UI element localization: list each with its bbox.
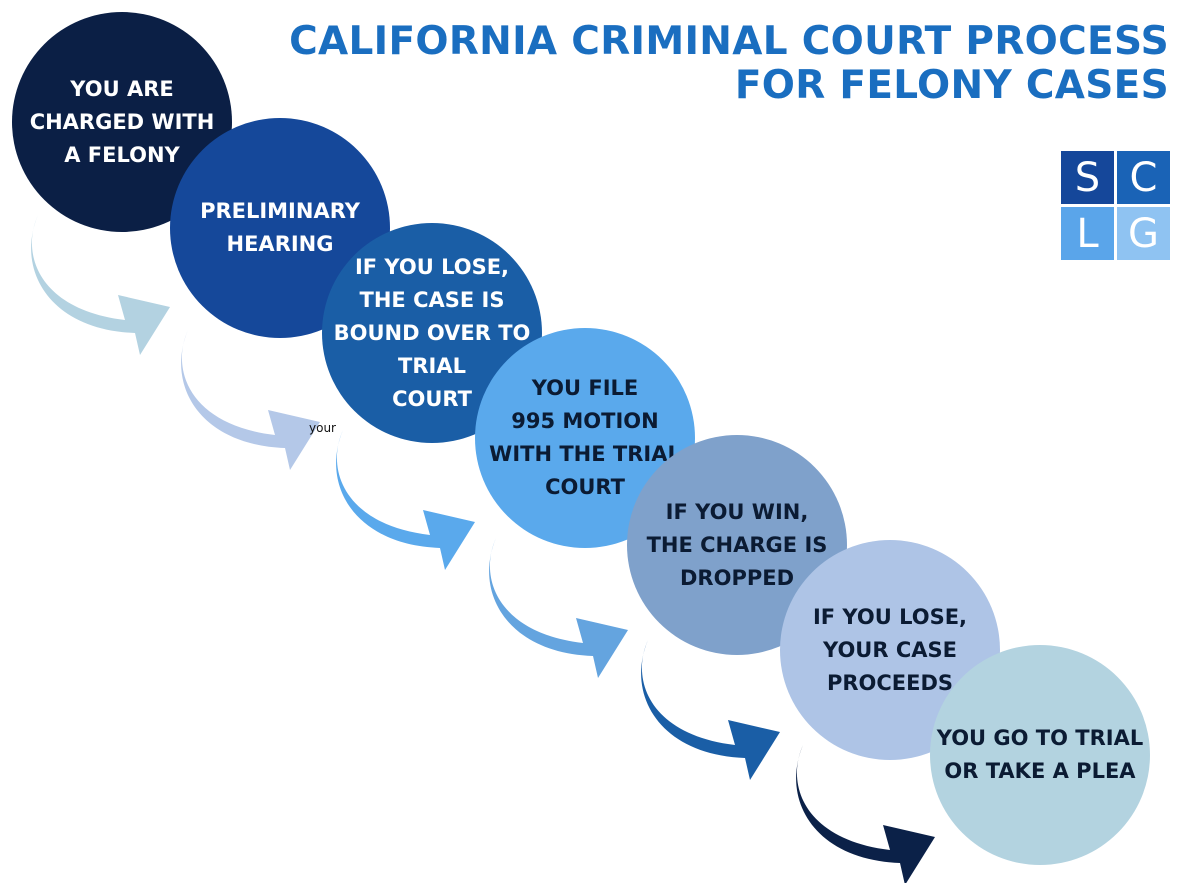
step-label: PRELIMINARY HEARING xyxy=(200,199,360,256)
sclg-logo: S C L G xyxy=(1061,151,1170,260)
curved-arrow-icon xyxy=(489,538,628,678)
logo-letter-c: C xyxy=(1117,151,1170,204)
step-label: IF YOU LOSE, THE CASE IS BOUND OVER TO T… xyxy=(333,254,531,411)
curved-arrow-icon xyxy=(796,745,935,883)
page-title: CALIFORNIA CRIMINAL COURT PROCESS FOR FE… xyxy=(289,20,1169,108)
step-label: IF YOU WIN, THE CHARGE IS DROPPED xyxy=(646,499,828,590)
step-1-charged: YOU ARE CHARGED WITH A FELONY xyxy=(12,12,232,232)
step-label: YOU GO TO TRIAL OR TAKE A PLEA xyxy=(936,726,1144,783)
title-line-1: CALIFORNIA CRIMINAL COURT PROCESS xyxy=(289,19,1169,64)
logo-letter-l: L xyxy=(1061,207,1114,260)
logo-letter-g: G xyxy=(1117,207,1170,260)
logo-letter-s: S xyxy=(1061,151,1114,204)
step-label: YOU ARE CHARGED WITH A FELONY xyxy=(29,76,215,167)
curved-arrow-icon xyxy=(31,215,170,355)
stray-text: your xyxy=(309,421,336,435)
step-7-trial-or-plea: YOU GO TO TRIAL OR TAKE A PLEA xyxy=(930,645,1150,865)
step-5-charge-dropped: IF YOU WIN, THE CHARGE IS DROPPED xyxy=(627,435,847,655)
step-label: IF YOU LOSE, YOUR CASE PROCEEDS xyxy=(812,604,968,695)
step-label: YOU FILE 995 MOTION WITH THE TRIAL COURT xyxy=(489,376,681,499)
curved-arrow-icon xyxy=(336,430,475,570)
curved-arrow-icon xyxy=(181,330,320,470)
title-line-2: FOR FELONY CASES xyxy=(734,63,1169,108)
curved-arrow-icon xyxy=(641,640,780,780)
